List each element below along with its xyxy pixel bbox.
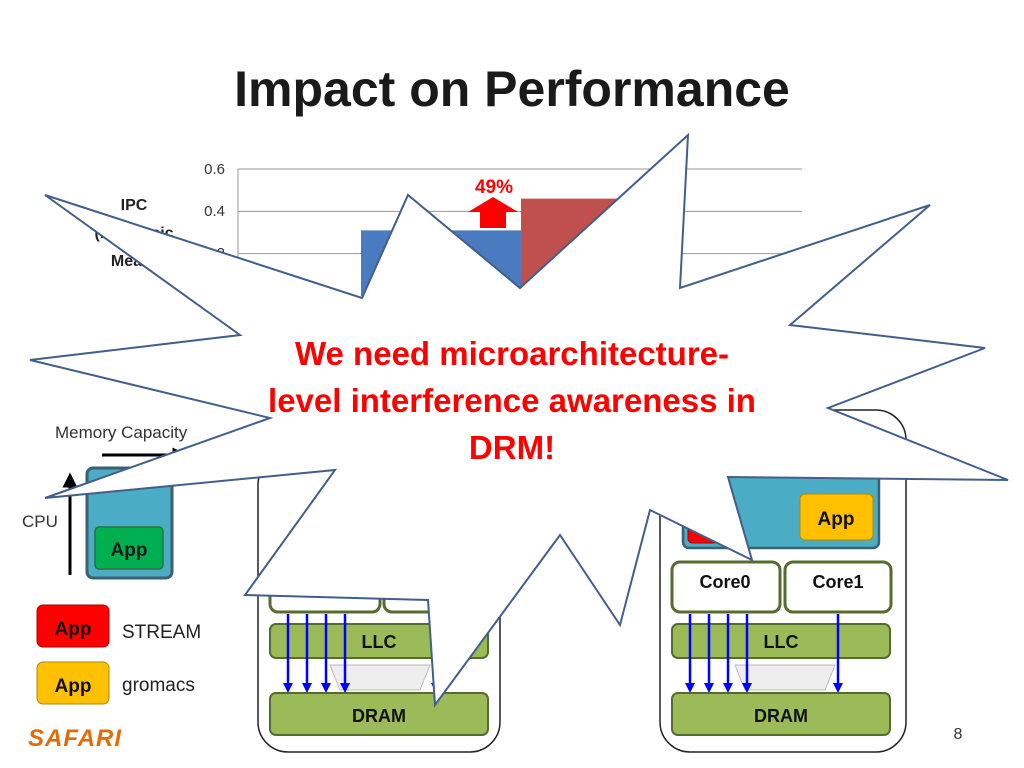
llc-label: LLC bbox=[764, 632, 799, 652]
cpu-label: CPU bbox=[22, 512, 58, 531]
legend: App STREAM App gromacs bbox=[36, 604, 201, 705]
legend-badge-stream bbox=[36, 604, 110, 648]
safari-logo: SAFARI bbox=[28, 725, 122, 752]
dram-label: DRAM bbox=[352, 706, 406, 726]
callout-line: DRM! bbox=[469, 429, 555, 466]
y-tick-label: 0.4 bbox=[204, 203, 225, 220]
callout-line: level interference awareness in bbox=[268, 382, 756, 419]
y-axis-label-line: IPC bbox=[121, 197, 148, 214]
legend-badge-label: App bbox=[55, 676, 92, 697]
callout-starburst: We need microarchitecture- level interfe… bbox=[29, 132, 1009, 708]
llc-to-dram-connector bbox=[329, 664, 431, 691]
core0-label: Core0 bbox=[699, 572, 750, 592]
improvement-label: 49% bbox=[475, 177, 513, 198]
dram-box bbox=[671, 692, 891, 736]
memory-access-arrows bbox=[685, 614, 843, 693]
legend-name-stream: STREAM bbox=[122, 622, 201, 643]
vm-box: App bbox=[85, 466, 174, 580]
dram-label: DRAM bbox=[754, 706, 808, 726]
improvement-arrow-icon bbox=[468, 197, 518, 228]
llc-to-dram-connector bbox=[734, 664, 836, 691]
core0-box bbox=[670, 560, 782, 614]
callout-line: We need microarchitecture- bbox=[295, 335, 729, 372]
llc-label: LLC bbox=[362, 632, 397, 652]
app-label: App bbox=[818, 509, 855, 530]
app-label: App bbox=[111, 540, 148, 561]
legend-badge-label: App bbox=[55, 619, 92, 640]
y-tick-label: 0.6 bbox=[204, 161, 225, 178]
app-box-gromacs bbox=[799, 493, 874, 541]
slide-title: Impact on Performance bbox=[234, 61, 790, 117]
memory-capacity-label: Memory Capacity bbox=[55, 423, 188, 442]
app-box bbox=[94, 526, 164, 570]
legend-badge-gromacs bbox=[36, 661, 110, 705]
dram-box bbox=[269, 692, 489, 736]
core1-box bbox=[783, 560, 893, 614]
llc-box bbox=[671, 623, 891, 659]
page-number: 8 bbox=[954, 726, 963, 743]
core1-label: Core1 bbox=[812, 572, 863, 592]
legend-name-gromacs: gromacs bbox=[122, 675, 195, 696]
